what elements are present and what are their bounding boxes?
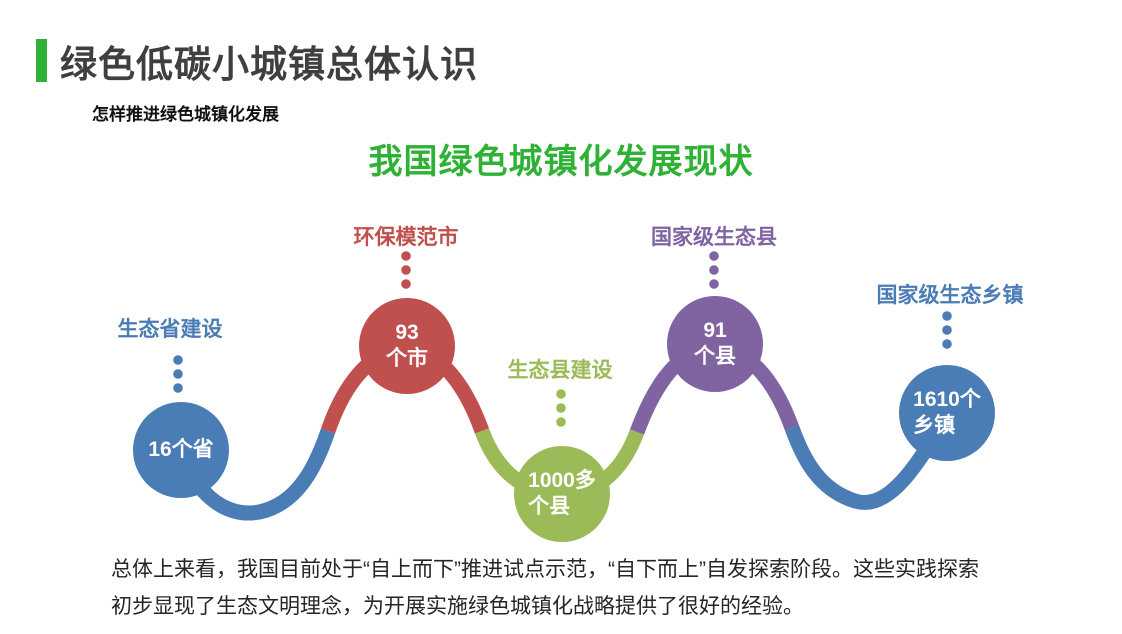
node-circle-province <box>133 402 229 498</box>
node-label-province: 生态省建设 <box>117 318 223 341</box>
footer-line-1: 总体上来看，我国目前处于“自上而下”推进试点示范，“自下而上”自发探索阶段。这些… <box>111 558 979 581</box>
dot-icon <box>942 311 952 321</box>
node-value-eco-county: 91 个县 <box>694 318 736 368</box>
node-label-city: 环保模范市 <box>353 226 459 249</box>
dot-icon <box>173 369 183 379</box>
node-label-eco-county: 国家级生态县 <box>651 226 777 249</box>
dot-icon <box>709 251 719 261</box>
connector-dots <box>173 251 952 427</box>
node-circle-county <box>514 446 610 542</box>
dot-icon <box>942 339 952 349</box>
main-heading: 我国绿色城镇化发展现状 <box>368 143 754 181</box>
wave-segment-blue-2 <box>784 411 954 510</box>
node-circle-township <box>899 365 995 461</box>
footer-paragraph: 总体上来看，我国目前处于“自上而下”推进试点示范，“自下而上”自发探索阶段。这些… <box>111 551 979 625</box>
dot-icon <box>401 251 411 261</box>
node-circle-city <box>359 298 455 394</box>
dot-icon <box>942 325 952 335</box>
dot-icon <box>401 265 411 275</box>
dot-icon <box>173 383 183 393</box>
dot-icon <box>401 279 411 289</box>
node-label-county: 生态县建设 <box>507 359 613 382</box>
dot-icon <box>556 403 566 413</box>
node-circle-eco-county <box>667 296 763 392</box>
title-accent-bar <box>36 39 47 82</box>
footer-line-2: 初步显现了生态文明理念，为开展实施绿色城镇化战略提供了很好的经验。 <box>111 595 804 618</box>
dot-icon <box>709 279 719 289</box>
node-value-county: 1000多 个县 <box>528 468 596 518</box>
slide-title: 绿色低碳小城镇总体认识 <box>60 44 478 85</box>
node-label-township: 国家级生态乡镇 <box>876 284 1024 307</box>
node-value-city: 93 个市 <box>386 320 428 370</box>
dot-icon <box>173 355 183 365</box>
slide-subtitle: 怎样推进绿色城镇化发展 <box>92 105 279 124</box>
dot-icon <box>556 389 566 399</box>
dot-icon <box>709 265 719 275</box>
node-value-province: 16个省 <box>148 437 214 461</box>
node-value-township: 1610个 乡镇 <box>913 387 981 437</box>
dot-icon <box>556 417 566 427</box>
